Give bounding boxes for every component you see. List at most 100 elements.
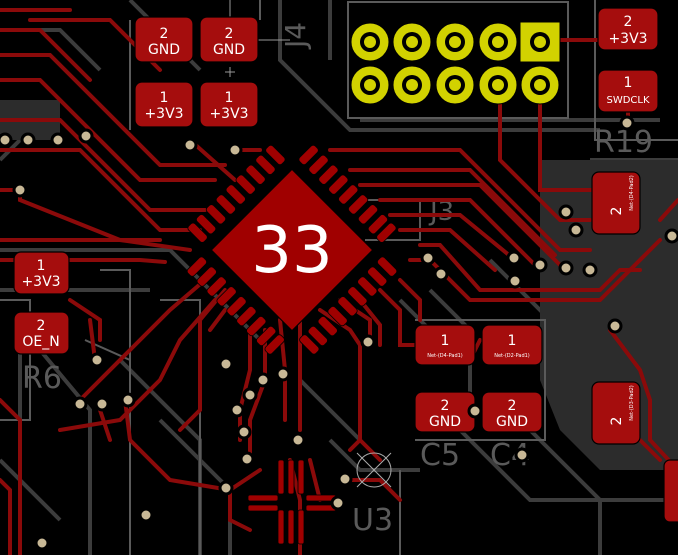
pad-net: +3V3 — [144, 106, 183, 122]
smd-pad[interactable] — [481, 324, 543, 366]
qfn-chip-u[interactable] — [165, 123, 420, 378]
smd-pad[interactable] — [414, 324, 476, 366]
via[interactable] — [514, 447, 530, 463]
pad-number: 2 — [609, 207, 625, 216]
pad-number: 1 — [225, 90, 234, 106]
pad-number: 1 — [508, 333, 517, 349]
smd-pad[interactable] — [591, 171, 641, 235]
front-copper-traces — [0, 8, 678, 555]
via[interactable] — [89, 352, 105, 368]
via[interactable] — [50, 132, 66, 148]
via[interactable] — [78, 128, 94, 144]
smd-pad[interactable] — [663, 459, 678, 523]
pad-net: Net-(D4-Pad2) — [629, 175, 635, 211]
pad-net: Net-(D2-Pad1) — [494, 353, 530, 359]
via[interactable] — [227, 142, 243, 158]
via[interactable] — [20, 132, 36, 148]
via[interactable] — [558, 204, 574, 220]
pad-net: GND — [429, 414, 461, 430]
smd-pad[interactable] — [597, 7, 659, 51]
smd-pads[interactable] — [13, 7, 678, 523]
pad-net: GND — [496, 414, 528, 430]
smd-pad[interactable] — [199, 16, 259, 63]
small-ic-u3[interactable] — [247, 459, 337, 545]
via[interactable] — [290, 432, 306, 448]
pad-net: +3V3 — [21, 274, 60, 290]
via[interactable] — [664, 228, 678, 244]
pad-number: 1 — [37, 258, 46, 274]
smd-pad[interactable] — [13, 251, 70, 295]
smd-pad[interactable] — [13, 311, 70, 355]
silk-label-j4: J4 — [279, 22, 312, 50]
smd-pad[interactable] — [591, 381, 641, 445]
via[interactable] — [94, 396, 110, 412]
via[interactable] — [239, 451, 255, 467]
smd-pad[interactable] — [134, 16, 194, 63]
via[interactable] — [532, 257, 548, 273]
via[interactable] — [182, 137, 198, 153]
via[interactable] — [360, 334, 376, 350]
via[interactable] — [607, 318, 623, 334]
via[interactable] — [420, 250, 436, 266]
via[interactable] — [255, 372, 271, 388]
via[interactable] — [619, 115, 635, 131]
via[interactable] — [12, 182, 28, 198]
vias[interactable] — [0, 115, 678, 551]
via[interactable] — [433, 266, 449, 282]
pad-number: 1 — [160, 90, 169, 106]
smd-pad[interactable] — [199, 81, 259, 128]
fiducial-target-icon — [356, 452, 392, 488]
pad-net: GND — [213, 42, 245, 58]
via[interactable] — [467, 403, 483, 419]
chip-label: 33 — [251, 214, 332, 288]
via[interactable] — [236, 424, 252, 440]
pad-number: 1 — [624, 75, 633, 91]
via[interactable] — [568, 222, 584, 238]
back-copper-zone — [0, 100, 678, 470]
pad-number: 2 — [160, 26, 169, 42]
via[interactable] — [582, 262, 598, 278]
via[interactable] — [506, 250, 522, 266]
pad-net: Net-(D3-Pad2) — [629, 385, 635, 421]
via[interactable] — [72, 396, 88, 412]
pad-number: 1 — [441, 333, 450, 349]
pad-number: 2 — [508, 398, 517, 414]
pad-net: Net-(D4-Pad1) — [427, 353, 463, 359]
via[interactable] — [507, 273, 523, 289]
pad-net: +3V3 — [608, 31, 647, 47]
pad-net: SWDCLK — [606, 95, 649, 106]
via[interactable] — [229, 402, 245, 418]
silk-label-c5: C5 — [420, 438, 460, 473]
via[interactable] — [138, 507, 154, 523]
header-pin-1-square[interactable] — [519, 21, 561, 63]
via[interactable] — [218, 356, 234, 372]
pad-net: OE_N — [22, 334, 59, 350]
chip-exposed-pad[interactable] — [210, 168, 374, 332]
via[interactable] — [120, 392, 136, 408]
via[interactable] — [337, 471, 353, 487]
pad-number: 2 — [624, 14, 633, 30]
pad-number: 2 — [37, 318, 46, 334]
pad-number: 2 — [609, 417, 625, 426]
via[interactable] — [558, 260, 574, 276]
via[interactable] — [218, 480, 234, 496]
silk-label-r6: R6 — [22, 361, 62, 396]
chip-pins — [186, 144, 398, 355]
pad-net: +3V3 — [209, 106, 248, 122]
pad-net: GND — [148, 42, 180, 58]
via[interactable] — [275, 366, 291, 382]
silk-label-u3: U3 — [352, 503, 393, 538]
silk-label-r19: R19 — [594, 125, 653, 160]
smd-pad[interactable] — [134, 81, 194, 128]
via[interactable] — [242, 387, 258, 403]
smd-pad[interactable] — [597, 69, 659, 113]
pin-header-j4[interactable] — [350, 21, 561, 105]
via[interactable] — [34, 535, 50, 551]
via[interactable] — [330, 495, 346, 511]
pad-number: 2 — [225, 26, 234, 42]
via[interactable] — [0, 132, 13, 148]
pad-number: 2 — [441, 398, 450, 414]
pad-labels: 2 GND 2 GND 1 +3V3 1 +3V3 2 +3V3 1 SWDCL… — [21, 14, 650, 430]
